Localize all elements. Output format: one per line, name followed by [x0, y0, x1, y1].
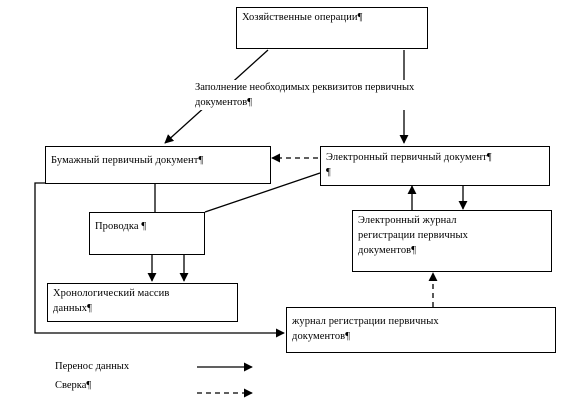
annotation-line1: Заполнение необходимых реквизитов первич…	[195, 82, 415, 93]
box-business-operations: Хозяйственные операции¶	[236, 7, 428, 49]
line-edoc-to-provodka	[204, 172, 321, 213]
box-registration-journal-line1: журнал регистрации первичных	[292, 316, 439, 327]
box-electronic-document-label: Электронный первичный документ¶	[326, 152, 492, 163]
box-electronic-journal: Электронный журнал регистрации первичных…	[352, 210, 552, 272]
box-posting: Проводка ¶	[89, 212, 205, 255]
box-electronic-journal-line3: документов¶	[358, 245, 417, 256]
box-registration-journal-line2: документов¶	[292, 331, 351, 342]
box-electronic-journal-line2: регистрации первичных	[358, 230, 469, 241]
box-chronological-array-line1: Хронологический массив	[53, 288, 170, 299]
box-business-operations-label: Хозяйственные операции¶	[242, 12, 363, 23]
box-chronological-array: Хронологический массив данных¶	[47, 283, 238, 322]
box-chronological-array-line2: данных¶	[53, 303, 93, 314]
annotation-fill-requisites: Заполнение необходимых реквизитов первич…	[195, 80, 415, 110]
box-paper-document-label: Бумажный первичный документ¶	[51, 155, 204, 166]
arrow-paper-to-journal	[34, 182, 285, 338]
legend-transfer-label: Перенос данных	[55, 361, 130, 372]
legend-check-label: Сверка¶	[55, 380, 92, 391]
box-paper-document: Бумажный первичный документ¶	[45, 146, 271, 184]
annotation-line2: документов¶	[195, 97, 252, 108]
box-electronic-document: Электронный первичный документ¶ ¶	[320, 146, 550, 186]
box-posting-label: Проводка ¶	[95, 221, 147, 232]
box-electronic-document-mark: ¶	[326, 167, 331, 178]
box-registration-journal: журнал регистрации первичных документов¶	[286, 307, 556, 353]
box-electronic-journal-line1: Электронный журнал	[358, 215, 457, 226]
